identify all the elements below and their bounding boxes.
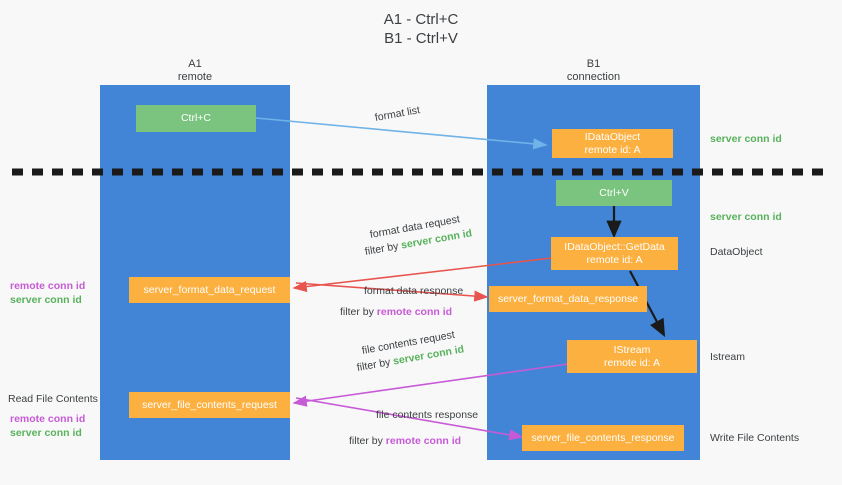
left-label-server-conn-id-upper: server conn id (10, 294, 82, 306)
edge-label-format-data-response-filter: filter by remote conn id (340, 305, 452, 319)
left-label-remote-conn-id-upper: remote conn id (10, 280, 86, 292)
box-getdata-line1: IDataObject::GetData (564, 241, 665, 253)
box-server-file-contents-request[interactable]: server_file_contents_request (129, 392, 290, 418)
box-idataobject-getdata[interactable]: IDataObject::GetData remote id: A (551, 237, 678, 270)
right-label-dataobject: DataObject (710, 246, 763, 258)
arrow-file-contents-request (292, 363, 569, 407)
box-istream-line2: remote id: A (603, 356, 661, 369)
box-ole-set-clipboard-line1: IDataObject (584, 131, 641, 143)
filter-value-remote-conn-id: remote conn id (385, 435, 462, 447)
right-label-server-conn-id-top: server conn id (710, 133, 782, 145)
box-getdata-line2: remote id: A (586, 253, 643, 266)
box-server-format-data-request[interactable]: server_format_data_request (129, 277, 290, 303)
lane-header-a1: A1 remote (177, 58, 213, 83)
right-label-server-conn-id-second: server conn id (710, 211, 782, 223)
box-ctrl-v[interactable]: Ctrl+V (556, 180, 672, 206)
right-label-istream: Istream (710, 351, 746, 363)
left-label-remote-conn-id-lower: remote conn id (10, 413, 86, 425)
arrow-file-contents-response (295, 397, 524, 441)
arrow-format-list (255, 117, 548, 150)
filter-value-remote-conn-id: remote conn id (376, 306, 453, 318)
edge-label-file-contents-response-filter: filter by remote conn id (349, 434, 461, 448)
page-title: A1 - Ctrl+C B1 - Ctrl+V (383, 11, 459, 47)
box-istream[interactable]: IStream remote id: A (567, 340, 697, 373)
box-server-file-contents-response[interactable]: server_file_contents_response (522, 425, 684, 451)
box-istream-line1: IStream (613, 344, 651, 356)
box-ole-set-clipboard-line2: remote id: A (584, 143, 641, 156)
box-ole-set-clipboard[interactable]: IDataObject remote id: A (552, 129, 673, 158)
left-label-read-file-contents: Read File Contents (8, 393, 98, 405)
box-server-format-data-response[interactable]: server_format_data_response (489, 286, 647, 312)
edge-label-file-contents-response: file contents response (376, 409, 479, 421)
arrow-format-data-response (295, 282, 489, 302)
arrow-getdata-to-istream (629, 270, 666, 337)
filter-prefix: filter by (349, 435, 386, 447)
left-label-server-conn-id-lower: server conn id (10, 427, 82, 439)
right-label-write-file-contents: Write File Contents (710, 432, 800, 444)
edge-label-format-data-response: format data response (364, 285, 464, 297)
box-ctrl-c[interactable]: Ctrl+C (136, 105, 256, 132)
lane-header-b1: B1 connection (566, 58, 621, 83)
filter-prefix: filter by (340, 306, 377, 318)
arrow-format-data-request (292, 257, 553, 293)
